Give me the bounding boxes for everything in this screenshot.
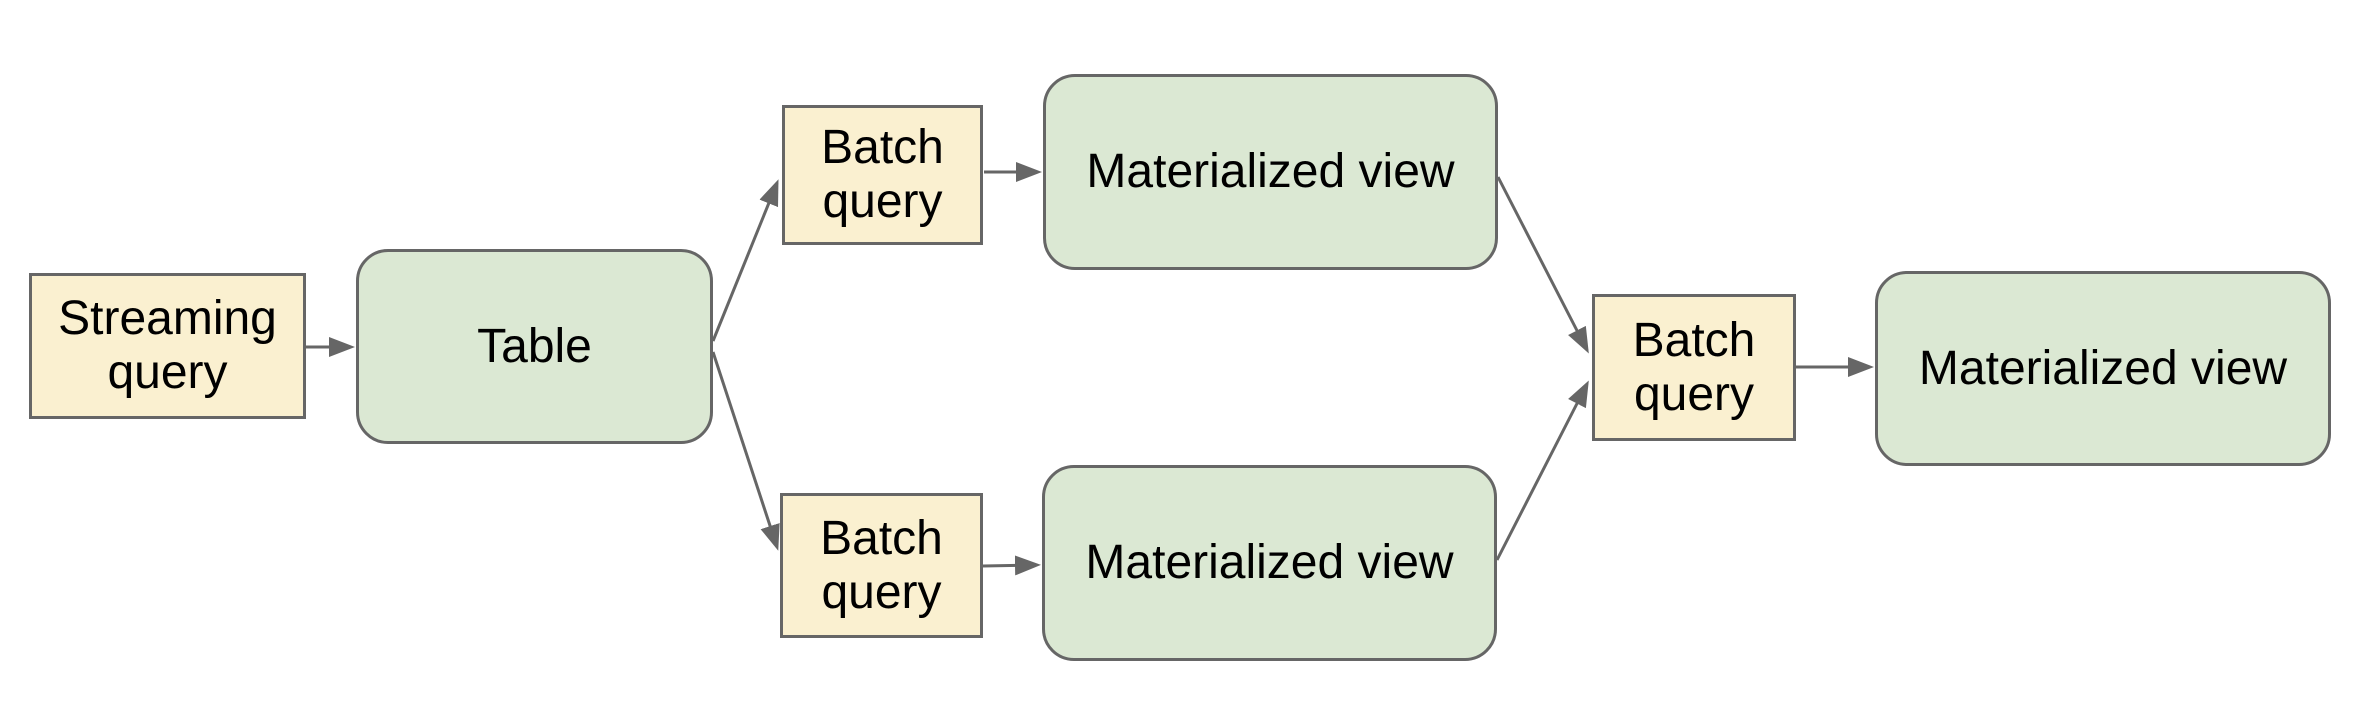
edge-table-to-batch-query-top bbox=[711, 179, 779, 342]
node-batch-query-right: Batch query bbox=[1592, 294, 1796, 441]
edge-batch-query-bottom-to-materialized-view-bottom bbox=[982, 555, 1041, 576]
edge-materialized-view-bottom-to-batch-query-right bbox=[1495, 380, 1589, 561]
edge-materialized-view-top-to-batch-query-right bbox=[1496, 176, 1589, 354]
node-label: Table bbox=[477, 319, 592, 373]
node-label: Materialized view bbox=[1918, 341, 2288, 395]
node-batch-query-top: Batch query bbox=[782, 105, 983, 245]
edge-table-to-batch-query-bottom bbox=[711, 351, 780, 551]
node-materialized-view-right: Materialized view bbox=[1875, 271, 2331, 466]
node-materialized-view-top: Materialized view bbox=[1043, 74, 1498, 270]
node-label: Batch query bbox=[1632, 313, 1756, 421]
node-label: Batch query bbox=[821, 121, 944, 228]
node-table: Table bbox=[356, 249, 713, 444]
node-label: Materialized view bbox=[1086, 145, 1455, 199]
node-batch-query-bottom: Batch query bbox=[780, 493, 983, 638]
node-streaming-query: Streaming query bbox=[29, 273, 306, 419]
node-label: Materialized view bbox=[1085, 536, 1454, 590]
node-label: Batch query bbox=[820, 511, 943, 619]
node-materialized-view-bottom: Materialized view bbox=[1042, 465, 1497, 661]
node-label: Streaming query bbox=[58, 292, 277, 399]
